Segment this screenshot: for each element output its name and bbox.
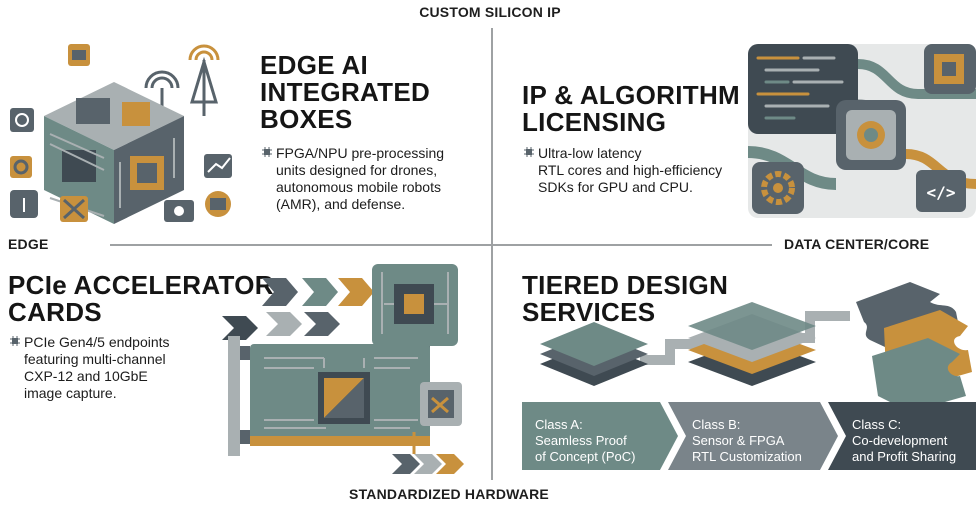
title-line: INTEGRATED bbox=[260, 77, 431, 107]
class-line: and Profit Sharing bbox=[852, 449, 957, 464]
tier-class-a: Class A: Seamless Proof of Concept (PoC) bbox=[535, 417, 635, 465]
desc-line: PCIe Gen4/5 endpoints bbox=[24, 334, 170, 350]
title-line: BOXES bbox=[260, 104, 353, 134]
chip-bullet-icon bbox=[10, 336, 20, 346]
pcie-card-illustration bbox=[222, 264, 464, 474]
chip-bullet-icon bbox=[524, 147, 534, 157]
desc-line: featuring multi-channel bbox=[24, 351, 166, 367]
axis-label-bottom: STANDARDIZED HARDWARE bbox=[349, 486, 549, 502]
tier-class-b: Class B: Sensor & FPGA RTL Customization bbox=[692, 417, 802, 465]
title-line: TIERED DESIGN bbox=[522, 270, 729, 300]
desc-line: image capture. bbox=[24, 385, 117, 401]
edge-ai-box-illustration bbox=[10, 44, 232, 224]
class-line: RTL Customization bbox=[692, 449, 802, 464]
horizontal-axis-line bbox=[110, 244, 772, 246]
tier-class-c: Class C: Co-development and Profit Shari… bbox=[852, 417, 956, 465]
quadrant-pcie-cards-description: PCIe Gen4/5 endpoints featuring multi-ch… bbox=[10, 334, 224, 402]
desc-line: (AMR), and defense. bbox=[276, 196, 406, 212]
class-line: Seamless Proof bbox=[535, 433, 627, 448]
chip-bullet-icon bbox=[262, 147, 272, 157]
title-line: SERVICES bbox=[522, 297, 656, 327]
axis-label-left: EDGE bbox=[8, 236, 49, 252]
desc-line: units designed for drones, bbox=[276, 162, 438, 178]
class-line: Sensor & FPGA bbox=[692, 433, 785, 448]
class-line: Class A: bbox=[535, 417, 583, 432]
quadrant-edge-ai-title: EDGE AI INTEGRATED BOXES bbox=[260, 52, 430, 133]
title-line: PCIe ACCELERATOR bbox=[8, 270, 274, 300]
title-line: CARDS bbox=[8, 297, 102, 327]
title-line: LICENSING bbox=[522, 107, 667, 137]
tiered-design-services-illustration bbox=[522, 282, 976, 470]
ip-licensing-circuit-illustration: </> bbox=[748, 44, 976, 218]
quadrant-ip-licensing-description: Ultra-low latency RTL cores and high-eff… bbox=[524, 145, 738, 196]
desc-line: RTL cores and high-efficiency bbox=[538, 162, 723, 178]
desc-line: CXP-12 and 10GbE bbox=[24, 368, 148, 384]
quadrant-pcie-cards-title: PCIe ACCELERATOR CARDS bbox=[8, 272, 274, 326]
quadrant-edge-ai-description: FPGA/NPU pre-processing units designed f… bbox=[262, 145, 476, 213]
axis-label-top: CUSTOM SILICON IP bbox=[419, 4, 561, 20]
svg-text:</>: </> bbox=[927, 183, 956, 202]
class-line: Class C: bbox=[852, 417, 902, 432]
class-line: Co-development bbox=[852, 433, 948, 448]
vertical-axis-line bbox=[491, 28, 493, 480]
desc-line: Ultra-low latency bbox=[538, 145, 642, 161]
quadrant-tiered-design-title: TIERED DESIGN SERVICES bbox=[522, 272, 728, 326]
title-line: EDGE AI bbox=[260, 50, 369, 80]
title-line: IP & ALGORITHM bbox=[522, 80, 740, 110]
desc-line: autonomous mobile robots bbox=[276, 179, 441, 195]
class-line: of Concept (PoC) bbox=[535, 449, 636, 464]
quadrant-ip-licensing-title: IP & ALGORITHM LICENSING bbox=[522, 82, 740, 136]
axis-label-right: DATA CENTER/CORE bbox=[784, 236, 930, 252]
desc-line: FPGA/NPU pre-processing bbox=[276, 145, 445, 161]
class-line: Class B: bbox=[692, 417, 741, 432]
desc-line: SDKs for GPU and CPU. bbox=[538, 179, 693, 195]
